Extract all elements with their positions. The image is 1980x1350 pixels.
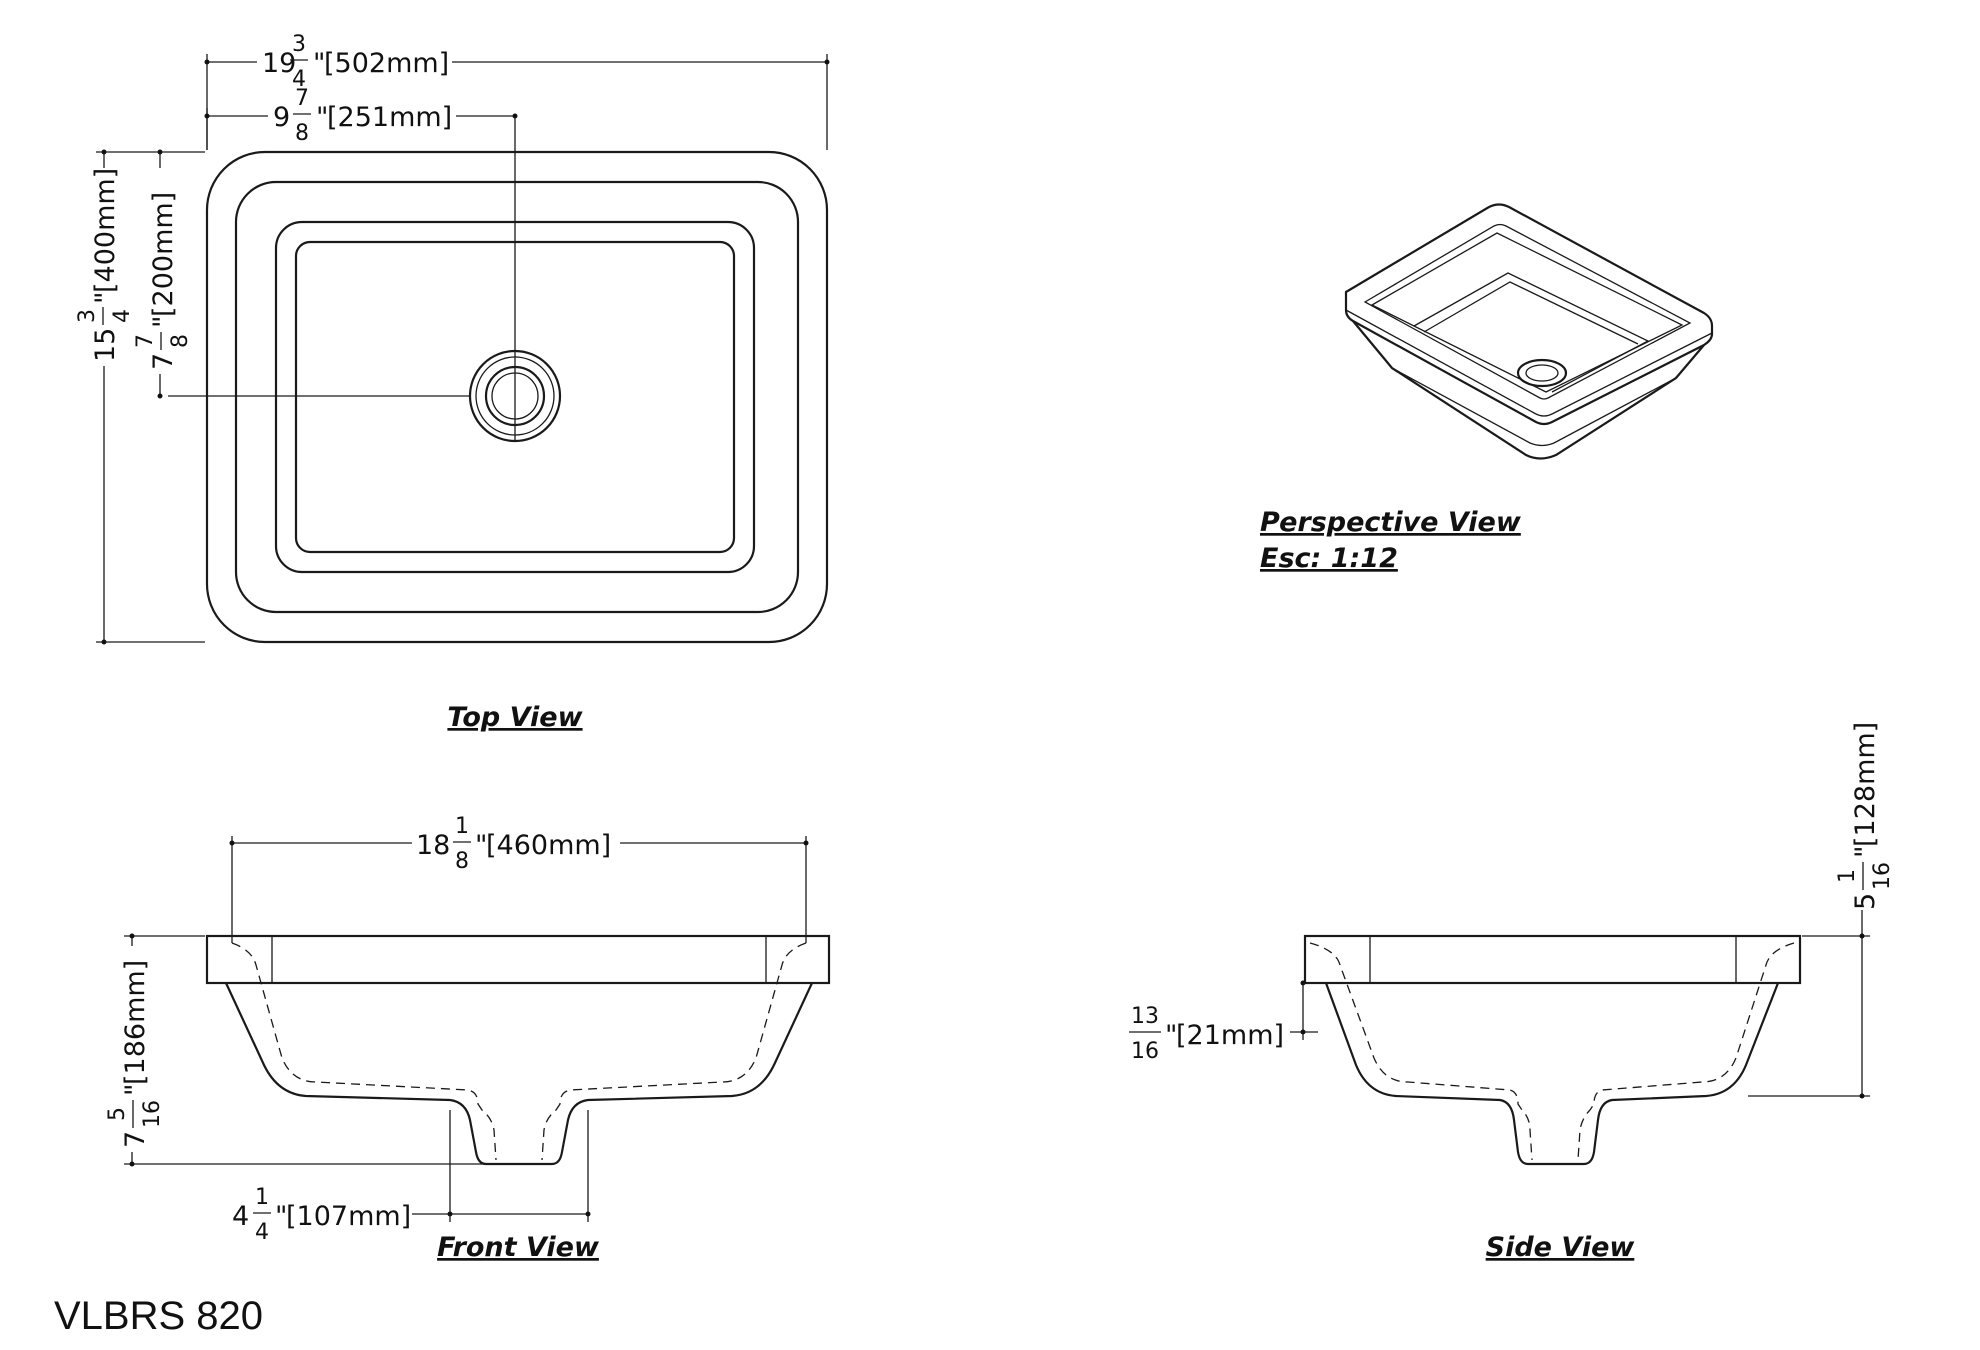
svg-text:1: 1	[1835, 869, 1860, 883]
svg-text:16: 16	[1131, 1039, 1159, 1064]
top-view: 19 3 4 " [502mm] 9 7 8 " [251mm] 15 3	[75, 32, 830, 733]
dim-top-drain-x: 9 7 8 " [251mm]	[273, 86, 452, 146]
svg-text:[502mm]: [502mm]	[324, 48, 449, 79]
svg-text:": "	[316, 102, 328, 133]
svg-text:5: 5	[105, 1107, 130, 1121]
svg-text:": "	[1165, 1020, 1177, 1051]
svg-text:18: 18	[416, 830, 450, 861]
svg-text:4: 4	[255, 1220, 269, 1245]
svg-text:7: 7	[120, 1131, 151, 1148]
svg-text:8: 8	[455, 849, 469, 874]
svg-text:[251mm]: [251mm]	[327, 102, 452, 133]
svg-text:7: 7	[133, 334, 158, 348]
svg-text:[186mm]: [186mm]	[120, 960, 151, 1085]
dim-top-width: 19 3 4 " [502mm]	[262, 32, 449, 92]
svg-text:[128mm]: [128mm]	[1850, 722, 1881, 847]
svg-text:1: 1	[455, 814, 469, 839]
svg-text:": "	[120, 1084, 151, 1096]
perspective-view: Perspective View Esc: 1:12	[1260, 203, 1714, 574]
dim-front-drain: 4 1 4 " [107mm]	[232, 1185, 411, 1245]
svg-text:13: 13	[1131, 1004, 1159, 1029]
svg-text:": "	[475, 830, 487, 861]
svg-text:4: 4	[110, 309, 135, 323]
svg-text:7: 7	[148, 353, 179, 370]
svg-text:1: 1	[255, 1185, 269, 1210]
top-outer-rim	[205, 150, 829, 644]
svg-text:8: 8	[168, 334, 193, 348]
svg-text:3: 3	[292, 32, 306, 57]
svg-text:[400mm]: [400mm]	[90, 168, 121, 293]
dim-side-height: 5 1 16 " [128mm]	[1835, 722, 1895, 910]
svg-text:[200mm]: [200mm]	[148, 192, 179, 317]
svg-text:[107mm]: [107mm]	[286, 1201, 411, 1232]
dim-side-rim: 13 16 " [21mm]	[1129, 1004, 1284, 1064]
svg-text:": "	[90, 292, 121, 304]
top-view-label: Top View	[447, 702, 583, 733]
svg-text:5: 5	[1850, 893, 1881, 910]
svg-text:": "	[313, 48, 325, 79]
scale-label: Esc: 1:12	[1260, 543, 1398, 574]
side-rim	[1303, 934, 1802, 985]
dim-front-width: 18 1 8 " [460mm]	[416, 814, 611, 874]
model-number: VLBRS 820	[54, 1294, 263, 1338]
svg-text:[460mm]: [460mm]	[486, 830, 611, 861]
svg-text:4: 4	[292, 67, 306, 92]
dim-front-height: 7 5 16 " [186mm]	[105, 960, 165, 1148]
front-view-label: Front View	[437, 1232, 600, 1263]
side-view-label: Side View	[1486, 1232, 1636, 1263]
svg-text:4: 4	[232, 1201, 249, 1232]
svg-text:[21mm]: [21mm]	[1176, 1020, 1284, 1051]
front-view: 18 1 8 " [460mm] 7 5 16 " [186mm] 4 1	[105, 814, 831, 1263]
perspective-view-label: Perspective View	[1260, 507, 1522, 538]
top-rim-inner	[234, 180, 800, 614]
svg-text:19: 19	[262, 48, 296, 79]
svg-text:15: 15	[90, 328, 121, 362]
svg-text:": "	[148, 316, 179, 328]
side-view: 13 16 " [21mm] 5 1 16 " [128mm] Side Vie…	[1129, 722, 1895, 1263]
svg-text:": "	[275, 1201, 287, 1232]
svg-text:9: 9	[273, 102, 290, 133]
svg-text:7: 7	[295, 86, 309, 111]
svg-text:8: 8	[295, 121, 309, 146]
svg-text:16: 16	[1870, 862, 1895, 890]
dim-top-drain-y: 7 7 8 " [200mm]	[133, 192, 193, 370]
front-rim	[205, 934, 831, 985]
svg-text:16: 16	[140, 1100, 165, 1128]
svg-text:3: 3	[75, 309, 100, 323]
dim-top-depth: 15 3 4 " [400mm]	[75, 168, 135, 362]
svg-text:": "	[1850, 846, 1881, 858]
